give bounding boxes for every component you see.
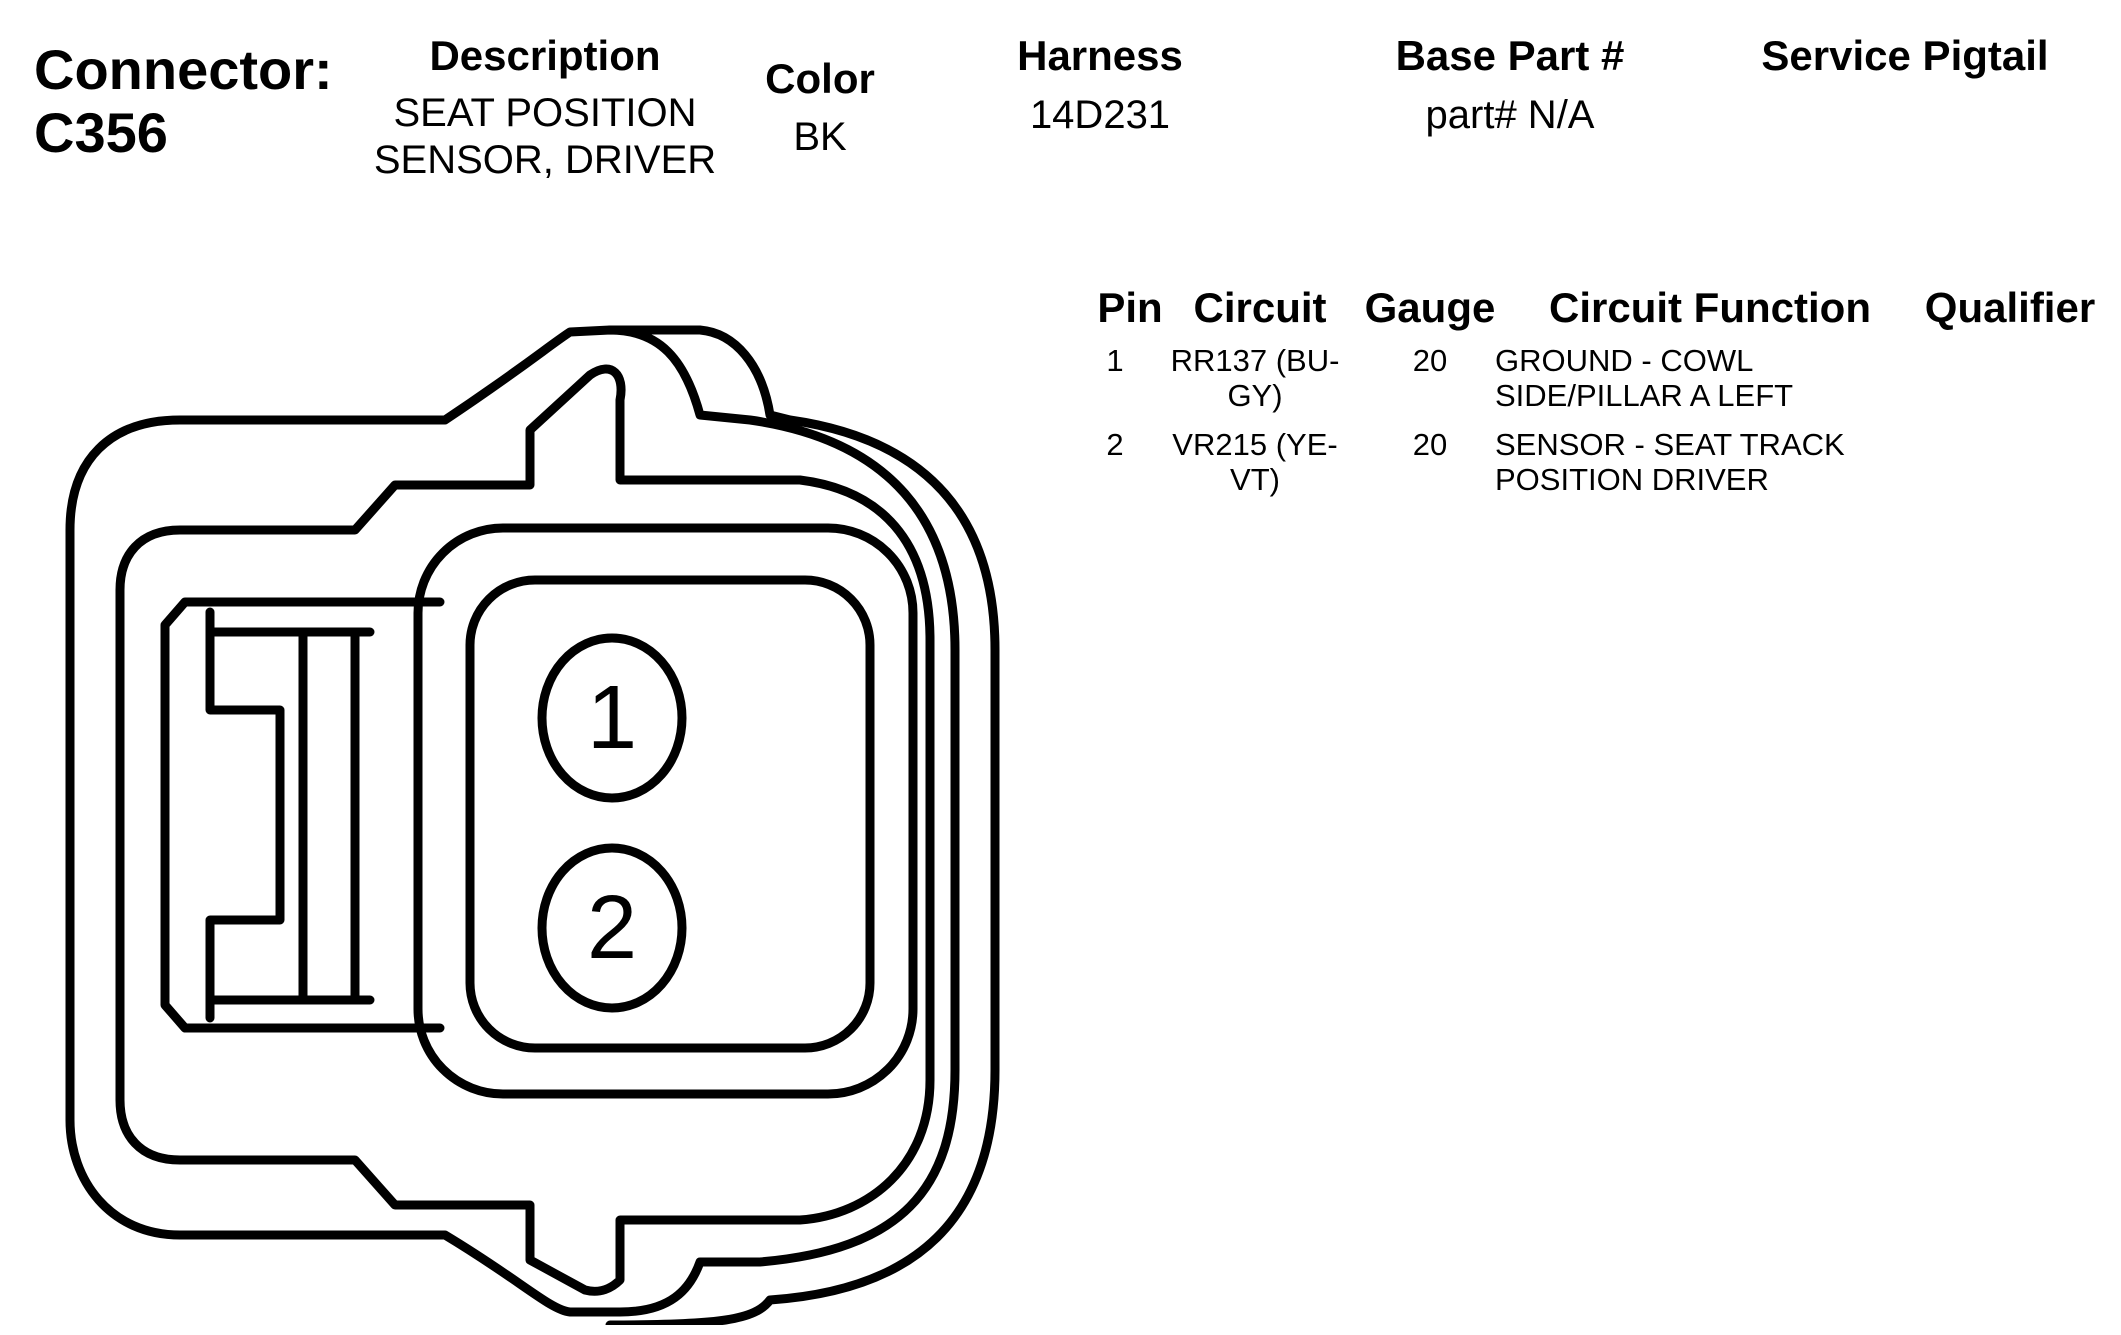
row-1-circuit-line-2: GY) <box>1227 378 1283 413</box>
latch-detail <box>205 607 285 1023</box>
pin-1-circle <box>537 633 687 803</box>
base-part-value: part# N/A <box>1425 93 1595 137</box>
row-2-function-line-2: POSITION DRIVER <box>1495 462 1769 497</box>
connector-shell-back <box>605 325 1000 1325</box>
connector-id: C356 <box>34 101 168 164</box>
description-header: Description <box>429 32 661 79</box>
row-1-function-line-2: SIDE/PILLAR A LEFT <box>1495 378 1794 413</box>
connector-body-outline <box>65 325 960 1317</box>
pin-cavity-inner <box>465 575 875 1053</box>
row-2-circuit-line-1: VR215 (YE- <box>1172 427 1338 462</box>
pin-2-circle <box>537 843 687 1013</box>
row-2-gauge: 20 <box>1412 427 1448 462</box>
description-line-2: SENSOR, DRIVER <box>373 138 717 182</box>
connector-inner-outline <box>115 364 935 1296</box>
row-1-gauge: 20 <box>1412 343 1448 378</box>
pin-2-label: 2 <box>587 878 637 978</box>
row-1-circuit-line-1: RR137 (BU- <box>1170 343 1340 378</box>
description-line-1: SEAT POSITION <box>393 91 697 135</box>
col-qualifier: Qualifier <box>1924 284 2096 331</box>
harness-header: Harness <box>1017 32 1183 79</box>
pin-1-label: 1 <box>587 668 637 768</box>
row-2-circuit-line-2: VT) <box>1230 462 1280 497</box>
row-2-pin: 2 <box>1106 427 1124 462</box>
row-1-function-line-1: GROUND - COWL <box>1495 343 1754 378</box>
service-pigtail-header: Service Pigtail <box>1761 32 2049 79</box>
row-2-function-line-1: SENSOR - SEAT TRACK <box>1495 427 1845 462</box>
connector-face-diagram: 1 2 <box>65 325 1000 1325</box>
color-value: BK <box>793 115 847 159</box>
base-part-header: Base Part # <box>1395 32 1625 79</box>
row-1-pin: 1 <box>1106 343 1124 378</box>
harness-value: 14D231 <box>1029 93 1171 137</box>
col-circuit-function: Circuit Function <box>1549 284 1871 331</box>
col-circuit: Circuit <box>1193 284 1327 331</box>
color-header: Color <box>765 55 875 102</box>
pin-cavity-outer <box>413 523 918 1099</box>
col-pin: Pin <box>1097 284 1163 331</box>
latch-housing <box>160 597 445 1033</box>
connector-label: Connector: <box>34 38 333 101</box>
col-gauge: Gauge <box>1364 284 1496 331</box>
